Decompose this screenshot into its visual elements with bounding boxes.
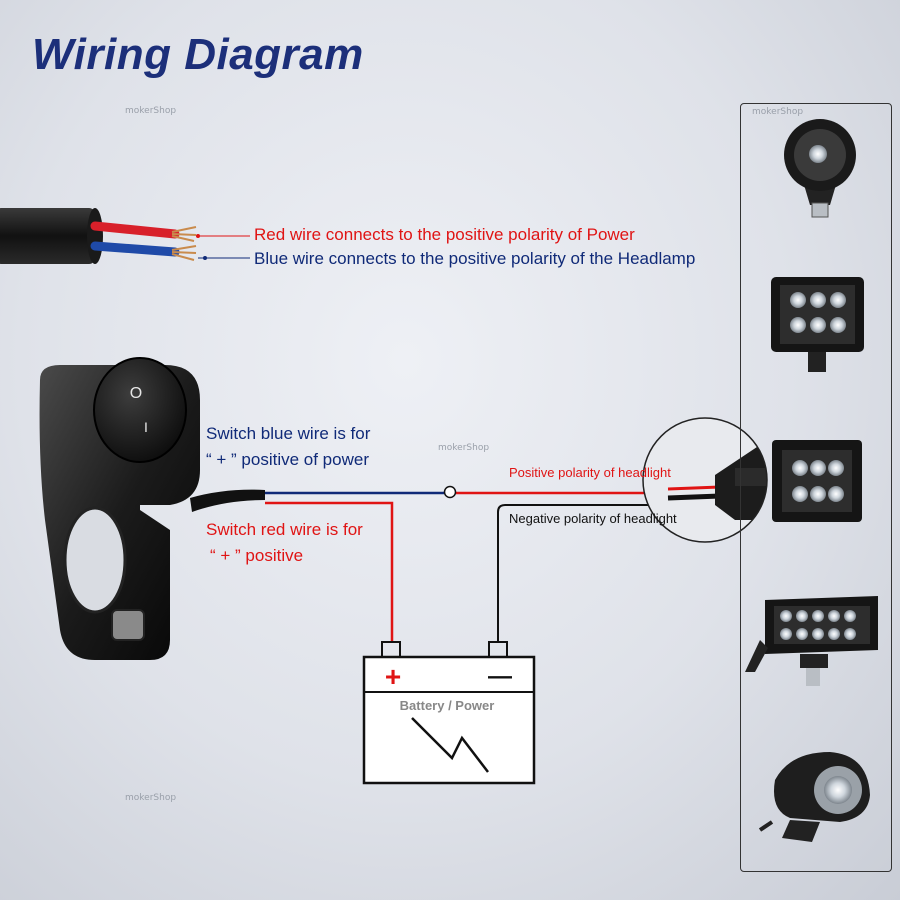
red-wire-core (90, 221, 180, 239)
cable-end (87, 208, 103, 264)
cable-jacket (0, 208, 95, 264)
blue-copper-strands (171, 245, 197, 261)
switch-on-symbol: O (130, 385, 142, 402)
red-wire-label: Red wire connects to the positive polari… (254, 225, 635, 244)
lamp-compatibility-panel (740, 103, 892, 872)
switch-off-symbol: I (144, 419, 148, 435)
battery-body (362, 655, 536, 785)
switch-cable (190, 489, 265, 512)
zoom-border (642, 417, 768, 543)
blue-wire-label: Blue wire connects to the positive polar… (254, 249, 696, 268)
round-spot-lamp-icon (784, 119, 856, 218)
switch-blue-label-line2: “ + ” positive of power (206, 450, 369, 469)
switch-red-label-line1: Switch red wire is for (206, 520, 363, 539)
connector-zoom-icon (642, 417, 768, 543)
watermark: mokerShop (438, 443, 490, 453)
watermark: mokerShop (125, 106, 177, 116)
negative-headlight-label: Negative polarity of headlight (509, 511, 677, 526)
red-leader-dot (196, 234, 200, 238)
red-switch-wire (265, 501, 394, 642)
battery-minus-symbol: — (488, 663, 512, 690)
battery: + — Battery / Power (362, 641, 536, 785)
handlebar-clamp-hole (63, 506, 127, 614)
led-bar-lamp-icon (745, 596, 878, 686)
battery-label: Battery / Power (400, 698, 495, 713)
rocker-button (93, 357, 187, 463)
lightning-bolt-icon (411, 717, 489, 773)
blue-leader-dot (203, 256, 207, 260)
red-copper-strands (171, 226, 197, 242)
watermark: mokerShop (752, 107, 804, 117)
switch-red-label-line2: “ + ” positive (210, 546, 304, 565)
handlebar-switch: O I (39, 357, 265, 660)
junction-node (443, 485, 457, 499)
battery-plus-symbol: + (385, 661, 401, 692)
square-6-led-lamp-icon (771, 277, 864, 372)
negative-headlight-wire (497, 504, 668, 642)
power-cable (0, 208, 250, 264)
clamp-screw (111, 609, 145, 641)
positive-terminal (381, 641, 401, 658)
projector-lamp-icon (758, 752, 870, 842)
square-6-led-lamp-icon (772, 440, 862, 522)
watermark: mokerShop (125, 793, 177, 803)
page-title: Wiring Diagram (32, 30, 364, 79)
blue-wire-core (90, 241, 180, 257)
positive-headlight-label: Positive polarity of headlight (509, 465, 671, 480)
negative-terminal (488, 641, 508, 658)
switch-blue-label-line1: Switch blue wire is for (206, 424, 371, 443)
